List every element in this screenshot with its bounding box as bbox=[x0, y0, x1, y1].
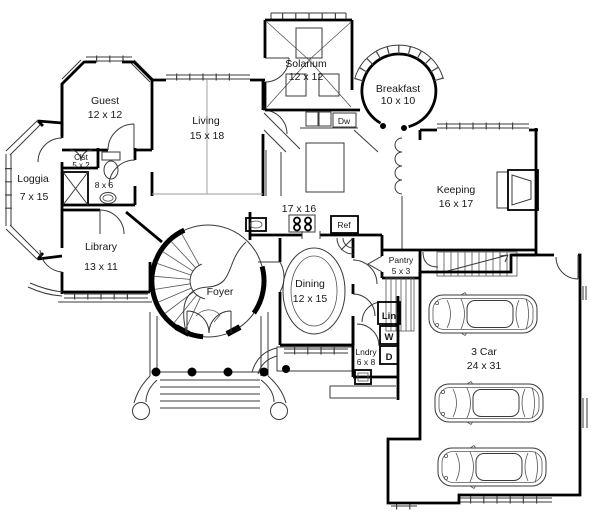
room-kitchen: Dw Ref 17 x 16 bbox=[245, 111, 384, 250]
room-guest: Guest 12 x 12 bbox=[60, 60, 154, 196]
foyer-label: Foyer bbox=[207, 286, 234, 298]
linen-label: Lin bbox=[382, 311, 396, 322]
linen-closet bbox=[377, 301, 401, 325]
skylight bbox=[318, 73, 340, 97]
room-laundry: Lin W D Lndry 6 x 8 bbox=[329, 296, 401, 400]
skylight bbox=[285, 73, 307, 97]
column bbox=[380, 123, 386, 129]
room-dining: Dining 12 x 15 bbox=[251, 237, 378, 375]
kitchen-island bbox=[305, 142, 345, 193]
room-closet: Clst 5 x 2 bbox=[62, 148, 100, 170]
solarium-chimney bbox=[295, 27, 323, 59]
guest-label: Guest bbox=[91, 95, 119, 107]
cooktop-icon bbox=[288, 214, 316, 233]
laundry-dims: 6 x 8 bbox=[357, 357, 376, 367]
room-library: Library 13 x 11 bbox=[27, 208, 163, 297]
keeping-dims: 16 x 17 bbox=[439, 198, 474, 210]
car-icon bbox=[434, 381, 544, 425]
living-dims: 15 x 18 bbox=[190, 130, 225, 142]
column bbox=[187, 367, 197, 377]
kitchen-sink bbox=[305, 111, 319, 127]
dishwasher-label: Dw bbox=[338, 116, 351, 126]
fireplace bbox=[496, 169, 539, 211]
room-breakfast: Breakfast 10 x 10 bbox=[354, 44, 444, 131]
library-label: Library bbox=[85, 241, 118, 253]
garage-dims: 24 x 31 bbox=[467, 360, 502, 372]
garage-label: 3 Car bbox=[471, 346, 497, 358]
front-steps bbox=[132, 375, 288, 420]
pantry-label: Pantry bbox=[389, 255, 414, 265]
room-pantry: Pantry 5 x 3 bbox=[366, 248, 422, 280]
bath-dims: 8 x 6 bbox=[95, 180, 114, 190]
sink-icon bbox=[99, 192, 117, 204]
closet-label: Clst bbox=[74, 153, 89, 162]
exterior-windows bbox=[5, 12, 588, 510]
dishwasher bbox=[332, 112, 357, 128]
dryer bbox=[379, 345, 399, 365]
refrigerator bbox=[330, 215, 359, 234]
room-solarium: Solarium 12 x 12 bbox=[263, 18, 360, 112]
refrigerator-label: Ref bbox=[337, 220, 351, 230]
room-bath: 8 x 6 bbox=[62, 148, 137, 207]
loggia-dims: 7 x 15 bbox=[20, 191, 49, 203]
bar-sink bbox=[245, 217, 267, 232]
dining-table bbox=[282, 247, 346, 335]
washer bbox=[379, 325, 399, 345]
dining-label: Dining bbox=[295, 278, 325, 290]
loggia-label: Loggia bbox=[17, 173, 49, 185]
room-living: Living 15 x 18 bbox=[152, 78, 288, 196]
room-foyer: Foyer bbox=[149, 224, 267, 340]
utility-sink bbox=[354, 369, 372, 385]
library-dims: 13 x 11 bbox=[84, 261, 118, 273]
dryer-label: D bbox=[386, 352, 393, 363]
closet-dims: 5 x 2 bbox=[72, 161, 90, 170]
room-keeping: Keeping 16 x 17 bbox=[394, 128, 539, 252]
wall bbox=[513, 250, 538, 257]
column bbox=[151, 367, 161, 377]
basement-stairs bbox=[385, 277, 415, 332]
front-double-door bbox=[186, 310, 232, 334]
column bbox=[223, 367, 233, 377]
kitchen-sink bbox=[318, 111, 332, 127]
car-icon bbox=[437, 445, 547, 489]
breakfast-dims: 10 x 10 bbox=[381, 95, 416, 107]
laundry-label: Lndry bbox=[355, 347, 377, 357]
column bbox=[401, 125, 407, 131]
keeping-label: Keeping bbox=[437, 184, 476, 196]
toilet-icon bbox=[101, 151, 121, 180]
washer-label: W bbox=[385, 332, 394, 343]
room-loggia: Loggia 7 x 15 bbox=[17, 84, 64, 294]
back-staircase bbox=[422, 251, 518, 277]
car-icon bbox=[428, 292, 538, 336]
kitchen-dims: 17 x 16 bbox=[282, 203, 317, 215]
room-garage: 3 Car 24 x 31 bbox=[386, 253, 582, 505]
breakfast-label: Breakfast bbox=[376, 83, 420, 95]
column bbox=[259, 367, 269, 377]
solarium-label: Solarium bbox=[285, 58, 327, 70]
column bbox=[282, 365, 290, 373]
living-label: Living bbox=[192, 115, 220, 127]
dining-dims: 12 x 15 bbox=[293, 293, 328, 305]
solarium-dims: 12 x 12 bbox=[289, 71, 324, 83]
front-porch bbox=[132, 312, 288, 420]
pantry-dims: 5 x 3 bbox=[392, 266, 411, 276]
guest-dims: 12 x 12 bbox=[88, 109, 123, 121]
